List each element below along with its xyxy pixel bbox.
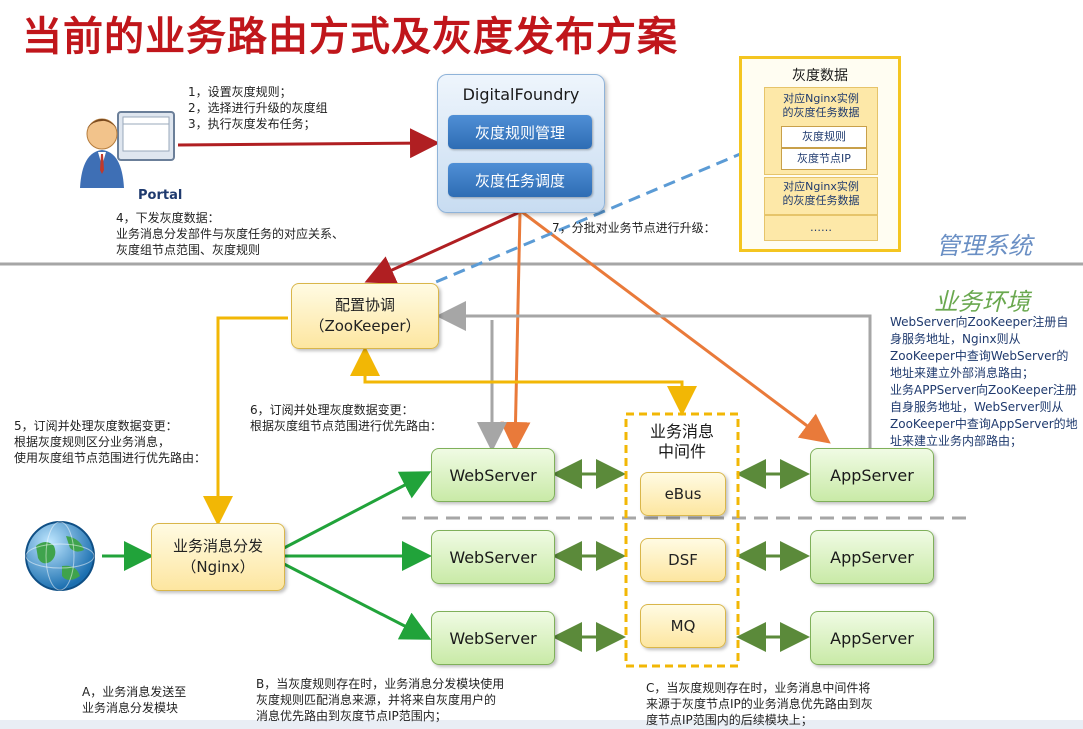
step-5-note: 5，订阅并处理灰度数据变更： 根据灰度规则区分业务消息， 使用灰度组节点范围进行…: [14, 419, 207, 465]
page-title: 当前的业务路由方式及灰度发布方案: [22, 14, 678, 60]
gray-data-block-more: ……: [764, 215, 878, 241]
portal-label: Portal: [138, 188, 183, 203]
zookeeper-line-1: 配置协调: [334, 296, 395, 314]
webserver-3: WebServer: [431, 611, 555, 665]
arrow-nginx-web1: [283, 471, 432, 550]
middleware-container: [624, 412, 740, 668]
arrow-nginx-web3: [283, 562, 432, 640]
arrow-df-app: [521, 210, 831, 444]
nginx-box: 业务消息分发 （Nginx）: [151, 523, 285, 591]
webserver-1: WebServer: [431, 448, 555, 502]
step-1-3-note: 1，设置灰度规则； 2，选择进行升级的灰度组 3，执行灰度发布任务；: [188, 85, 328, 131]
appserver-2: AppServer: [810, 530, 934, 584]
nginx-line-2: （Nginx）: [181, 558, 255, 576]
arrow-graydata-zk: [411, 150, 746, 294]
nginx-line-1: 业务消息分发: [172, 537, 263, 555]
gray-data-panel: 灰度数据 对应Nginx实例 的灰度任务数据 灰度规则 灰度节点IP 对应Ngi…: [739, 56, 901, 252]
gray-rule-item: 灰度规则: [781, 126, 867, 148]
digital-foundry-panel: DigitalFoundry 灰度规则管理 灰度任务调度: [437, 74, 605, 213]
arrow-zk-mw: [363, 350, 697, 416]
arrow-portal-df: [177, 128, 440, 159]
zookeeper-line-2: （ZooKeeper）: [309, 317, 421, 335]
step-c-note: C，当灰度规则存在时，业务消息中间件将 来源于灰度节点IP的业务消息优先路由到灰…: [646, 681, 873, 727]
gray-data-title: 灰度数据: [792, 68, 848, 84]
arrow-zk-nginx: [203, 316, 288, 526]
middleware-title: 业务消息 中间件: [649, 422, 714, 461]
gray-data-block-2: 对应Nginx实例 的灰度任务数据: [764, 177, 878, 215]
middleware-dsf: DSF: [640, 538, 726, 582]
step-7-note: 7，分批对业务节点进行升级：: [552, 221, 716, 235]
arrow-df-zk: [364, 210, 521, 284]
management-zone-label: 管理系统: [936, 232, 1032, 260]
appserver-3: AppServer: [810, 611, 934, 665]
business-zone-label: 业务环境: [934, 288, 1030, 316]
gray-data-block-1: 对应Nginx实例 的灰度任务数据 灰度规则 灰度节点IP: [764, 87, 878, 175]
digital-foundry-title: DigitalFoundry: [462, 85, 580, 104]
appserver-1: AppServer: [810, 448, 934, 502]
gray-rule-management-button[interactable]: 灰度规则管理: [448, 115, 592, 149]
step-a-note: A，业务消息发送至 业务消息分发模块: [82, 685, 187, 715]
webserver-2: WebServer: [431, 530, 555, 584]
step-4-note: 4，下发灰度数据： 业务消息分发部件与灰度任务的对应关系、 灰度组节点范围、灰度…: [116, 211, 345, 257]
gray-task-scheduling-button[interactable]: 灰度任务调度: [448, 163, 592, 197]
middleware-ebus: eBus: [640, 472, 726, 516]
arrow-df-web: [500, 211, 531, 452]
portal-user-icon: [78, 104, 176, 190]
step-6-note: 6，订阅并处理灰度数据变更： 根据灰度组节点范围进行优先路由：: [250, 403, 443, 433]
step-b-note: B，当灰度规则存在时，业务消息分发模块使用 灰度规则匹配消息来源，并将来自灰度用…: [256, 677, 505, 723]
registration-note: WebServer向ZooKeeper注册自 身服务地址，Nginx则从 Zoo…: [890, 315, 1078, 448]
arrow-app-zk: [436, 301, 872, 448]
gray-node-ip-item: 灰度节点IP: [781, 148, 867, 170]
internet-globe-icon: [22, 516, 100, 594]
middleware-mq: MQ: [640, 604, 726, 648]
gray-data-block-1-label: 对应Nginx实例 的灰度任务数据: [782, 92, 860, 119]
zookeeper-box: 配置协调 （ZooKeeper）: [291, 283, 439, 349]
